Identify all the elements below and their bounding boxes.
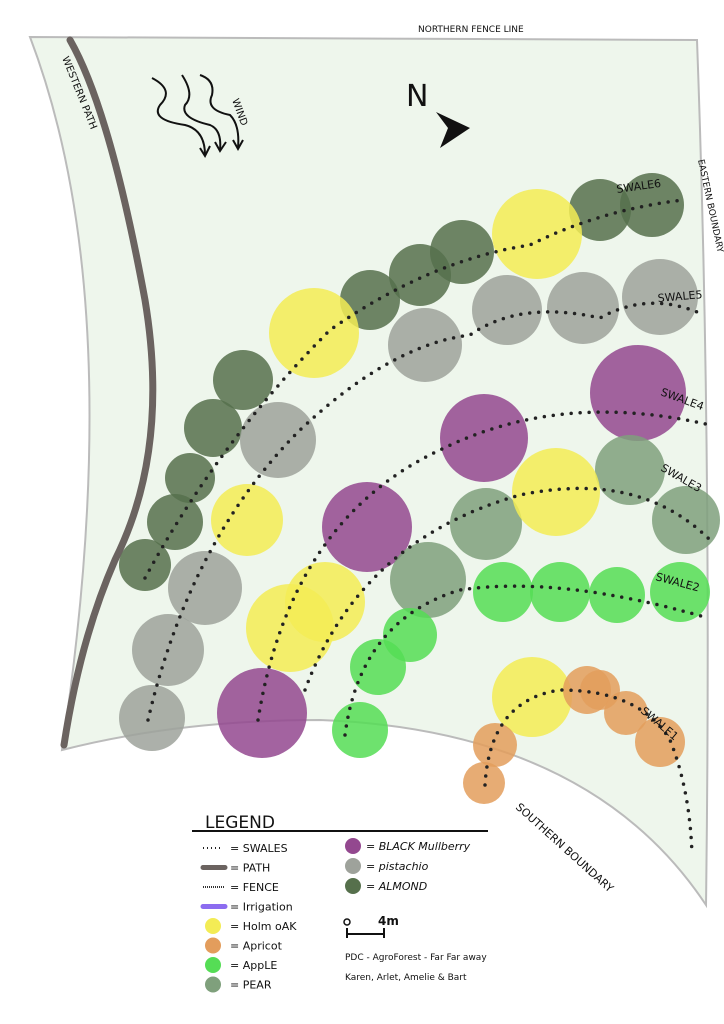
tree-apple: [473, 562, 533, 622]
tree-apple: [589, 567, 645, 623]
tree-almond: [119, 539, 171, 591]
legend-label: = BLACK Mullberry: [366, 840, 471, 853]
tree-apple: [530, 562, 590, 622]
tree-mulberry: [217, 668, 307, 758]
southern-boundary-label: SOUTHERN BOUNDARY: [513, 801, 616, 896]
legend-label: = ALMOND: [366, 880, 427, 893]
legend-mulberry-swatch: [345, 838, 361, 854]
tree-pistachio: [240, 402, 316, 478]
tree-holm-oak: [512, 448, 600, 536]
legend-label: = PEAR: [230, 979, 272, 992]
tree-mulberry: [440, 394, 528, 482]
legend-label: = Holm oAK: [230, 920, 297, 933]
tree-apple: [383, 608, 437, 662]
tree-pistachio: [119, 685, 185, 751]
swale-5-label: SWALE5: [657, 288, 703, 305]
legend-label: = FENCE: [230, 881, 279, 894]
swale-6-label: SWALE6: [616, 177, 662, 196]
trees-layer: [119, 173, 720, 804]
tree-holm-oak: [285, 562, 365, 642]
north-arrow-icon: [436, 112, 470, 148]
credit-line-2: Karen, Arlet, Amelie & Bart: [345, 973, 467, 983]
tree-pistachio: [388, 308, 462, 382]
tree-holm-oak: [269, 288, 359, 378]
legend-almond-swatch: [345, 878, 361, 894]
legend-label: = PATH: [230, 862, 270, 875]
credit-line-1: PDC - AgroForest - Far Far away: [345, 953, 487, 963]
tree-pistachio: [547, 272, 619, 344]
tree-almond: [165, 453, 215, 503]
legend-right-column: = BLACK Mullberry = pistachio = ALMOND: [345, 838, 471, 894]
legend-label: = AppLE: [230, 959, 277, 972]
legend-title: LEGEND: [205, 813, 275, 833]
legend-label: = Irrigation: [230, 901, 293, 914]
tree-holm-oak: [492, 189, 582, 279]
tree-pear: [652, 486, 720, 554]
tree-mulberry: [322, 482, 412, 572]
legend-label: = SWALES: [230, 842, 288, 855]
tree-apricot: [473, 723, 517, 767]
tree-apple: [332, 702, 388, 758]
tree-almond: [213, 350, 273, 410]
tree-apricot: [463, 762, 505, 804]
tree-pear: [595, 435, 665, 505]
scale-bar: 0 4m: [343, 914, 399, 938]
legend-label: = pistachio: [366, 860, 429, 873]
legend-pistachio-swatch: [345, 858, 361, 874]
swale-6-line: [143, 198, 685, 580]
tree-holm-oak: [492, 657, 572, 737]
tree-apricot: [580, 670, 620, 710]
tree-almond: [147, 494, 203, 550]
tree-pistachio: [622, 259, 698, 335]
western-path: [60, 36, 157, 749]
tree-almond: [569, 179, 631, 241]
legend-label: = Apricot: [230, 940, 283, 953]
north-label: N: [406, 79, 428, 114]
swale-5-line: [146, 301, 706, 722]
wind-icon: [151, 74, 244, 159]
tree-almond: [430, 220, 494, 284]
legend-apricot-swatch: [205, 937, 221, 954]
legend-holm-oak-swatch: [205, 918, 221, 934]
swale-3-line: [303, 486, 712, 692]
tree-pear: [450, 488, 522, 560]
northern-fence-label: NORTHERN FENCE LINE: [418, 25, 524, 35]
tree-almond: [184, 399, 242, 457]
tree-holm-oak: [211, 484, 283, 556]
legend-pear-swatch: [205, 976, 221, 993]
swale-2-line: [343, 584, 710, 737]
tree-pear: [390, 542, 466, 618]
tree-pistachio: [168, 551, 242, 625]
legend-left-column: = SWALES = PATH = FENCE = Irrigation = Holm …: [200, 842, 297, 993]
tree-pistachio: [472, 275, 542, 345]
legend-apple-swatch: [205, 957, 221, 973]
scale-label: 4m: [378, 914, 399, 928]
tree-apricot: [635, 717, 685, 767]
